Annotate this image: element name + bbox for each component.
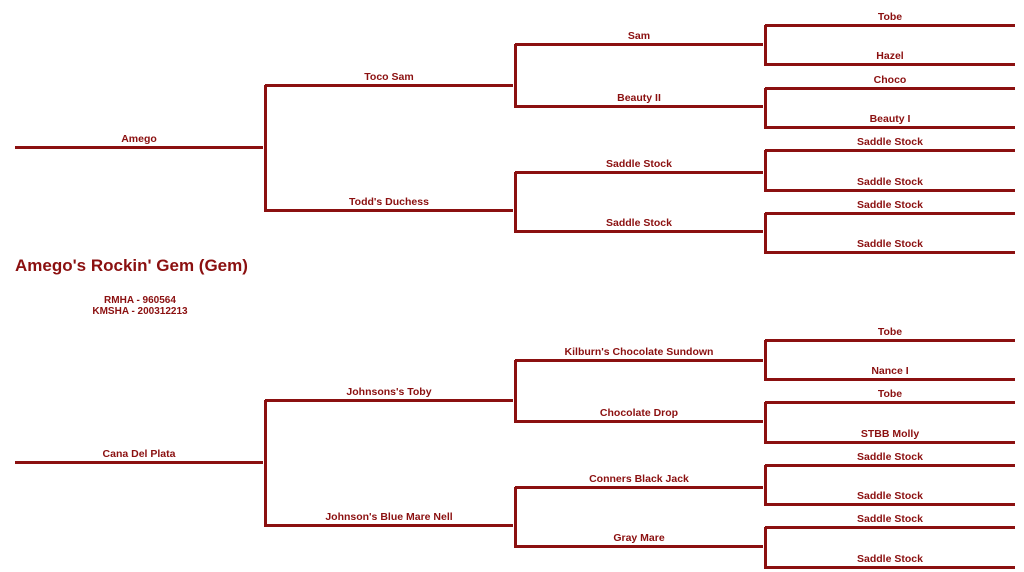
dam-dam-dam-dam-name: Saddle Stock <box>857 553 923 565</box>
sire-dam-dam-sire-name: Saddle Stock <box>857 199 923 211</box>
dam-sire-sire-line <box>515 359 763 362</box>
sire-dam-sire-connector <box>764 150 767 192</box>
sire-dam-dam-connector <box>764 213 767 254</box>
dam-dam-sire-connector <box>764 465 767 506</box>
dam-sire-sire-sire-name: Tobe <box>877 326 903 338</box>
sire-sire-sire-dam-line <box>765 63 1015 66</box>
sire-sire-dam-sire-name: Choco <box>873 74 907 86</box>
dam-dam-sire-line <box>515 486 763 489</box>
sire-dam-sire-name: Saddle Stock <box>606 158 672 170</box>
dam-sire-dam-connector <box>764 402 767 444</box>
sire-dam-sire-sire-line <box>765 149 1015 152</box>
sire-sire-dam-connector <box>764 88 767 129</box>
dam-sire-name: Johnsons's Toby <box>346 386 432 398</box>
dam-sire-sire-connector <box>764 340 767 381</box>
dam-line <box>15 461 263 464</box>
dam-name: Cana Del Plata <box>102 448 176 460</box>
sire-line <box>15 146 263 149</box>
sire-dam-sire-sire-name: Saddle Stock <box>857 136 923 148</box>
sire-dam-line <box>265 209 513 212</box>
sire-dam-connector <box>514 172 517 233</box>
sire-sire-sire-connector <box>764 25 767 66</box>
dam-sire-sire-name: Kilburn's Chocolate Sundown <box>564 346 714 358</box>
sire-dam-dam-sire-line <box>765 212 1015 215</box>
registration-kmsha: KMSHA - 200312213 <box>92 306 188 317</box>
dam-sire-connector <box>514 360 517 423</box>
dam-connector <box>264 400 267 527</box>
sire-dam-dam-dam-name: Saddle Stock <box>857 238 923 250</box>
sire-sire-line <box>265 84 513 87</box>
sire-dam-name: Todd's Duchess <box>349 196 429 208</box>
sire-sire-dam-dam-line <box>765 126 1015 129</box>
dam-sire-sire-dam-name: Nance I <box>871 365 909 377</box>
sire-dam-dam-line <box>515 230 763 233</box>
dam-sire-dam-sire-line <box>765 401 1015 404</box>
sire-sire-dam-line <box>515 105 763 108</box>
sire-sire-connector <box>514 44 517 108</box>
horse-title: Amego's Rockin' Gem (Gem) <box>15 256 248 275</box>
dam-sire-sire-sire-line <box>765 339 1015 342</box>
sire-sire-sire-line <box>515 43 763 46</box>
sire-dam-sire-dam-line <box>765 189 1015 192</box>
dam-dam-sire-sire-name: Saddle Stock <box>857 451 923 463</box>
dam-dam-line <box>265 524 513 527</box>
dam-sire-sire-dam-line <box>765 378 1015 381</box>
dam-sire-dam-dam-name: STBB Molly <box>860 428 920 440</box>
dam-dam-name: Johnson's Blue Mare Nell <box>325 511 453 523</box>
dam-dam-dam-line <box>515 545 763 548</box>
sire-connector <box>264 85 267 212</box>
dam-dam-sire-name: Conners Black Jack <box>589 473 689 485</box>
dam-sire-dam-line <box>515 420 763 423</box>
sire-sire-name: Toco Sam <box>364 71 414 83</box>
dam-sire-dam-sire-name: Tobe <box>877 388 903 400</box>
dam-dam-dam-sire-name: Saddle Stock <box>857 513 923 525</box>
sire-sire-dam-dam-name: Beauty I <box>869 113 911 125</box>
sire-dam-dam-name: Saddle Stock <box>606 217 672 229</box>
sire-dam-dam-dam-line <box>765 251 1015 254</box>
dam-dam-dam-connector <box>764 527 767 569</box>
dam-sire-dam-dam-line <box>765 441 1015 444</box>
dam-dam-dam-dam-line <box>765 566 1015 569</box>
sire-sire-sire-sire-name: Tobe <box>877 11 903 23</box>
sire-sire-dam-sire-line <box>765 87 1015 90</box>
dam-sire-dam-name: Chocolate Drop <box>599 407 679 419</box>
dam-dam-sire-sire-line <box>765 464 1015 467</box>
dam-sire-line <box>265 399 513 402</box>
dam-dam-sire-dam-line <box>765 503 1015 506</box>
sire-sire-sire-sire-line <box>765 24 1015 27</box>
dam-dam-dam-name: Gray Mare <box>613 532 665 544</box>
sire-sire-dam-name: Beauty II <box>617 92 661 104</box>
dam-dam-sire-dam-name: Saddle Stock <box>857 490 923 502</box>
dam-dam-connector <box>514 487 517 548</box>
sire-sire-sire-name: Sam <box>627 30 651 42</box>
sire-dam-sire-dam-name: Saddle Stock <box>857 176 923 188</box>
sire-dam-sire-line <box>515 171 763 174</box>
registration-rmha: RMHA - 960564 <box>104 295 176 306</box>
dam-dam-dam-sire-line <box>765 526 1015 529</box>
sire-name: Amego <box>121 133 157 145</box>
sire-sire-sire-dam-name: Hazel <box>876 50 904 62</box>
